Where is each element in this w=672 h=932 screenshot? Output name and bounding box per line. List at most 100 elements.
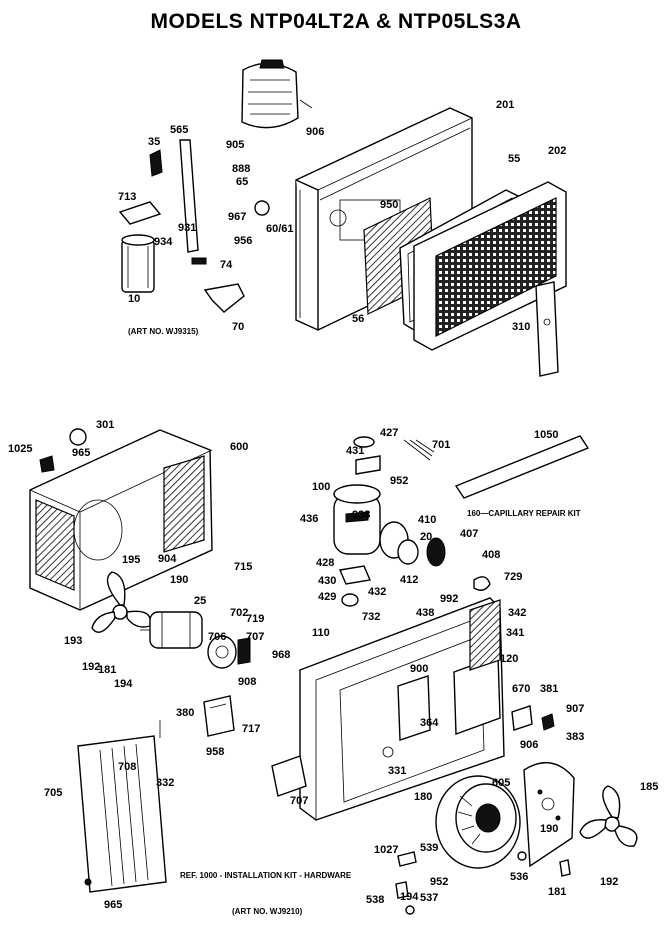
evaporator-fan bbox=[579, 785, 638, 847]
callout-label: 194 bbox=[114, 678, 133, 690]
callout-label: 538 bbox=[366, 894, 384, 906]
callout-label: 701 bbox=[432, 439, 450, 451]
callout-label: 715 bbox=[234, 561, 252, 573]
callout-label: 719 bbox=[246, 613, 264, 625]
callout-label: 110 bbox=[312, 627, 330, 639]
compressor bbox=[333, 484, 381, 555]
knob bbox=[254, 200, 270, 216]
callout-label: 407 bbox=[460, 528, 478, 540]
chassis bbox=[299, 597, 505, 821]
callout-label: 20 bbox=[420, 531, 432, 543]
control-bracket bbox=[179, 139, 199, 253]
callout-label: 968 bbox=[272, 649, 290, 661]
diagram-title: MODELS NTP04LT2A & NTP05LS3A bbox=[150, 10, 522, 33]
callout-label: 25 bbox=[194, 595, 206, 607]
callout-label: 706 bbox=[208, 631, 226, 643]
bracket-70 bbox=[203, 283, 245, 313]
callout-label: 331 bbox=[388, 765, 406, 777]
callout-label: 713 bbox=[118, 191, 136, 203]
callout-label: 181 bbox=[98, 664, 116, 676]
callout-label: 74 bbox=[220, 259, 233, 271]
callout-label: 202 bbox=[548, 145, 566, 157]
callout-label: 539 bbox=[420, 842, 438, 854]
callout-label: 888 bbox=[232, 163, 250, 175]
callout-label: 332 bbox=[156, 777, 174, 789]
callout-label: 120 bbox=[500, 653, 518, 665]
callout-label: 55 bbox=[508, 153, 520, 165]
installation-note: REF. 1000 - INSTALLATION KIT - HARDWARE bbox=[180, 871, 352, 880]
callout-label: 428 bbox=[316, 557, 334, 569]
terminal-plate bbox=[203, 695, 235, 737]
callout-label: 427 bbox=[380, 427, 398, 439]
callout-label: 707 bbox=[290, 795, 308, 807]
callout-label: 938 bbox=[352, 509, 370, 521]
callout-label: 904 bbox=[158, 553, 177, 565]
callout-label: 190 bbox=[540, 823, 558, 835]
callout-label: 432 bbox=[368, 586, 386, 598]
callout-label: 100 bbox=[312, 481, 330, 493]
callout-label: 600 bbox=[230, 441, 248, 453]
callout-label: 908 bbox=[238, 676, 256, 688]
callout-label: 430 bbox=[318, 575, 336, 587]
capillary-note: 160—CAPILLARY REPAIR KIT bbox=[467, 509, 581, 518]
condenser-fan bbox=[91, 571, 152, 633]
callout-label: 952 bbox=[390, 475, 408, 487]
callout-label: 185 bbox=[640, 781, 658, 793]
callout-label: 364 bbox=[420, 717, 439, 729]
blower-wheel bbox=[435, 775, 521, 869]
callout-label: 410 bbox=[418, 514, 436, 526]
callout-label: 565 bbox=[170, 124, 188, 136]
art-number-bottom: (ART NO. WJ9210) bbox=[232, 907, 303, 916]
grommet bbox=[353, 436, 375, 448]
callout-label: 301 bbox=[96, 419, 114, 431]
blower-shroud bbox=[241, 59, 299, 129]
callout-label: 950 bbox=[380, 199, 398, 211]
callout-label: 702 bbox=[230, 607, 248, 619]
callout-label: 956 bbox=[234, 235, 252, 247]
callout-label: 605 bbox=[492, 777, 510, 789]
art-number-top: (ART NO. WJ9315) bbox=[128, 327, 199, 336]
callout-label: 201 bbox=[496, 99, 514, 111]
callout-label: 35 bbox=[148, 136, 160, 148]
callout-label: 436 bbox=[300, 513, 318, 525]
callout-label: 952 bbox=[430, 876, 448, 888]
callout-label: 670 bbox=[512, 683, 530, 695]
callout-label: 195 bbox=[122, 554, 140, 566]
callout-label: 342 bbox=[508, 607, 526, 619]
callout-label: 708 bbox=[118, 761, 136, 773]
callout-label: 707 bbox=[246, 631, 264, 643]
callout-label: 192 bbox=[82, 661, 100, 673]
side-panel bbox=[77, 720, 167, 893]
callout-label: 190 bbox=[170, 574, 188, 586]
callout-label: 431 bbox=[346, 445, 364, 457]
callout-label: 965 bbox=[104, 899, 122, 911]
callout-label: 967 bbox=[228, 211, 246, 223]
callout-label: 181 bbox=[548, 886, 566, 898]
callout-label: 60/61 bbox=[266, 223, 294, 235]
callout-label: 537 bbox=[420, 892, 438, 904]
callout-label: 70 bbox=[232, 321, 244, 333]
switch-plate bbox=[118, 201, 162, 225]
callout-label: 906 bbox=[306, 126, 324, 138]
callout-label: 341 bbox=[506, 627, 524, 639]
front-grille bbox=[413, 181, 567, 351]
callout-label: 958 bbox=[206, 746, 224, 758]
callout-label: 438 bbox=[416, 607, 434, 619]
callout-label: 383 bbox=[566, 731, 584, 743]
fan-motor bbox=[140, 611, 203, 649]
callout-label: 1027 bbox=[374, 844, 398, 856]
callout-label: 194 bbox=[400, 891, 419, 903]
callout-label: 310 bbox=[512, 321, 530, 333]
callout-label: 408 bbox=[482, 549, 500, 561]
callout-label: 729 bbox=[504, 571, 522, 583]
tray bbox=[271, 755, 307, 797]
plug-301 bbox=[69, 428, 87, 446]
callout-label: 717 bbox=[242, 723, 260, 735]
callout-label: 412 bbox=[400, 574, 418, 586]
callout-label: 907 bbox=[566, 703, 584, 715]
callout-label: 10 bbox=[128, 293, 140, 305]
panel-310 bbox=[535, 281, 559, 377]
